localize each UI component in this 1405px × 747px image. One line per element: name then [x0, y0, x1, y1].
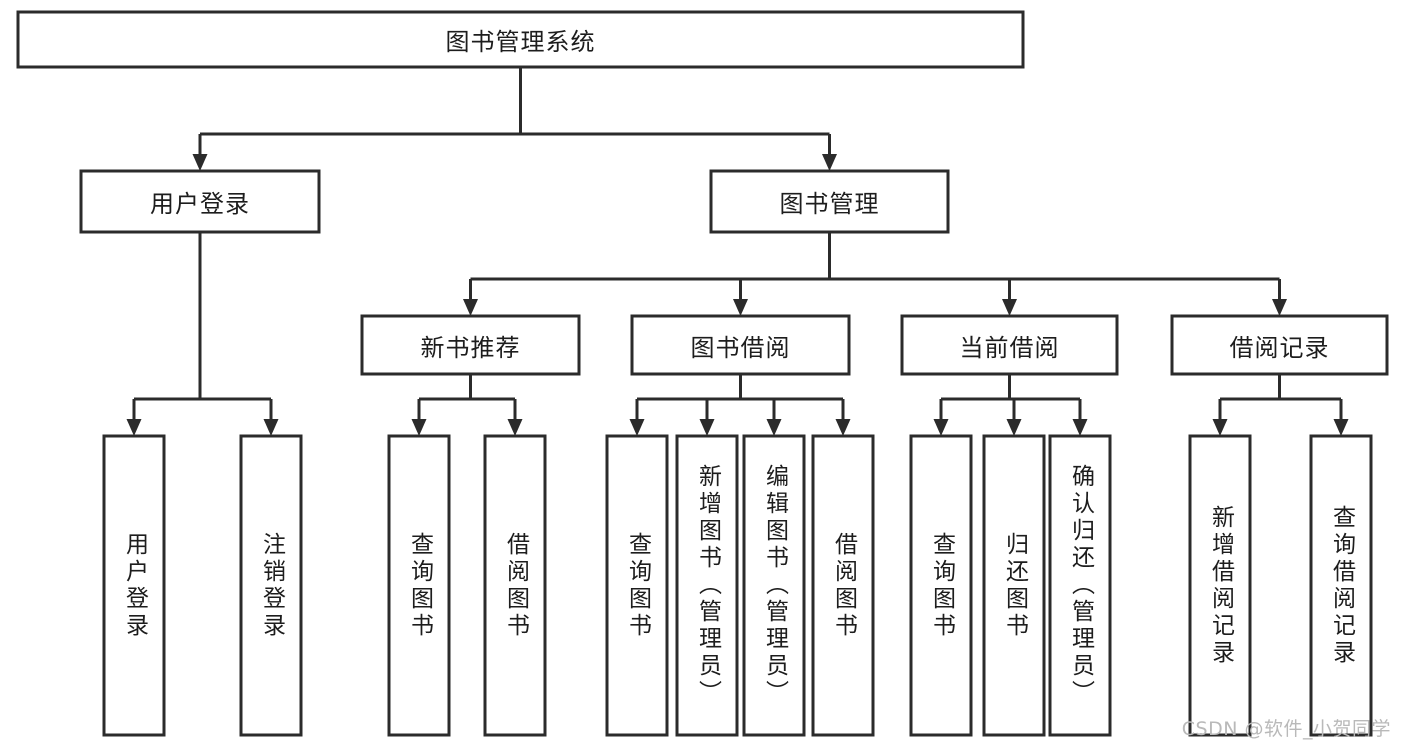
node-box-leaf-confirm-return [1048, 434, 1112, 737]
node-box-leaf-query-book-1 [387, 434, 451, 737]
node-box-borrow-record [1170, 314, 1389, 376]
arrow-head-leaf-query-book-2 [629, 419, 645, 436]
arrow-head-leaf-query-record [1333, 419, 1349, 436]
node-box-user-login [79, 169, 321, 234]
connectors-layer [126, 67, 1349, 436]
arrow-head-leaf-user-login [126, 419, 142, 436]
node-box-leaf-query-book-2 [605, 434, 669, 737]
boxes-layer [16, 10, 1389, 737]
node-box-root [16, 10, 1025, 69]
node-box-leaf-edit-book [742, 434, 806, 737]
node-box-book-manage [709, 169, 950, 234]
node-box-leaf-user-login [102, 434, 166, 737]
node-box-leaf-borrow-book-1 [483, 434, 547, 737]
node-box-current-borrow [900, 314, 1119, 376]
node-box-leaf-query-record [1309, 434, 1373, 737]
node-box-book-borrow [630, 314, 851, 376]
node-box-leaf-add-record [1188, 434, 1252, 737]
arrow-head-leaf-return-book [1006, 419, 1022, 436]
arrow-head-current-borrow [1002, 299, 1017, 316]
arrow-head-leaf-borrow-book-1 [507, 419, 523, 436]
arrow-head-leaf-add-book [699, 419, 715, 436]
arrow-head-leaf-query-book-1 [411, 419, 427, 436]
arrow-head-leaf-add-record [1212, 419, 1228, 436]
arrow-head-leaf-edit-book [766, 419, 782, 436]
node-box-leaf-user-logout [239, 434, 303, 737]
node-box-leaf-borrow-book-2 [811, 434, 875, 737]
arrow-head-new-book-rec [463, 299, 478, 316]
node-box-leaf-add-book [675, 434, 739, 737]
arrow-head-book-borrow [733, 299, 748, 316]
arrow-head-user-login [192, 154, 208, 171]
arrow-head-leaf-user-logout [263, 419, 279, 436]
node-box-leaf-query-book-3 [909, 434, 973, 737]
arrow-head-leaf-query-book-3 [933, 419, 949, 436]
arrow-head-leaf-confirm-return [1072, 419, 1088, 436]
arrow-head-borrow-record [1272, 299, 1287, 316]
node-box-leaf-return-book [982, 434, 1046, 737]
arrow-head-leaf-borrow-book-2 [835, 419, 851, 436]
node-box-new-book-rec [360, 314, 581, 376]
arrow-head-book-manage [822, 154, 837, 171]
